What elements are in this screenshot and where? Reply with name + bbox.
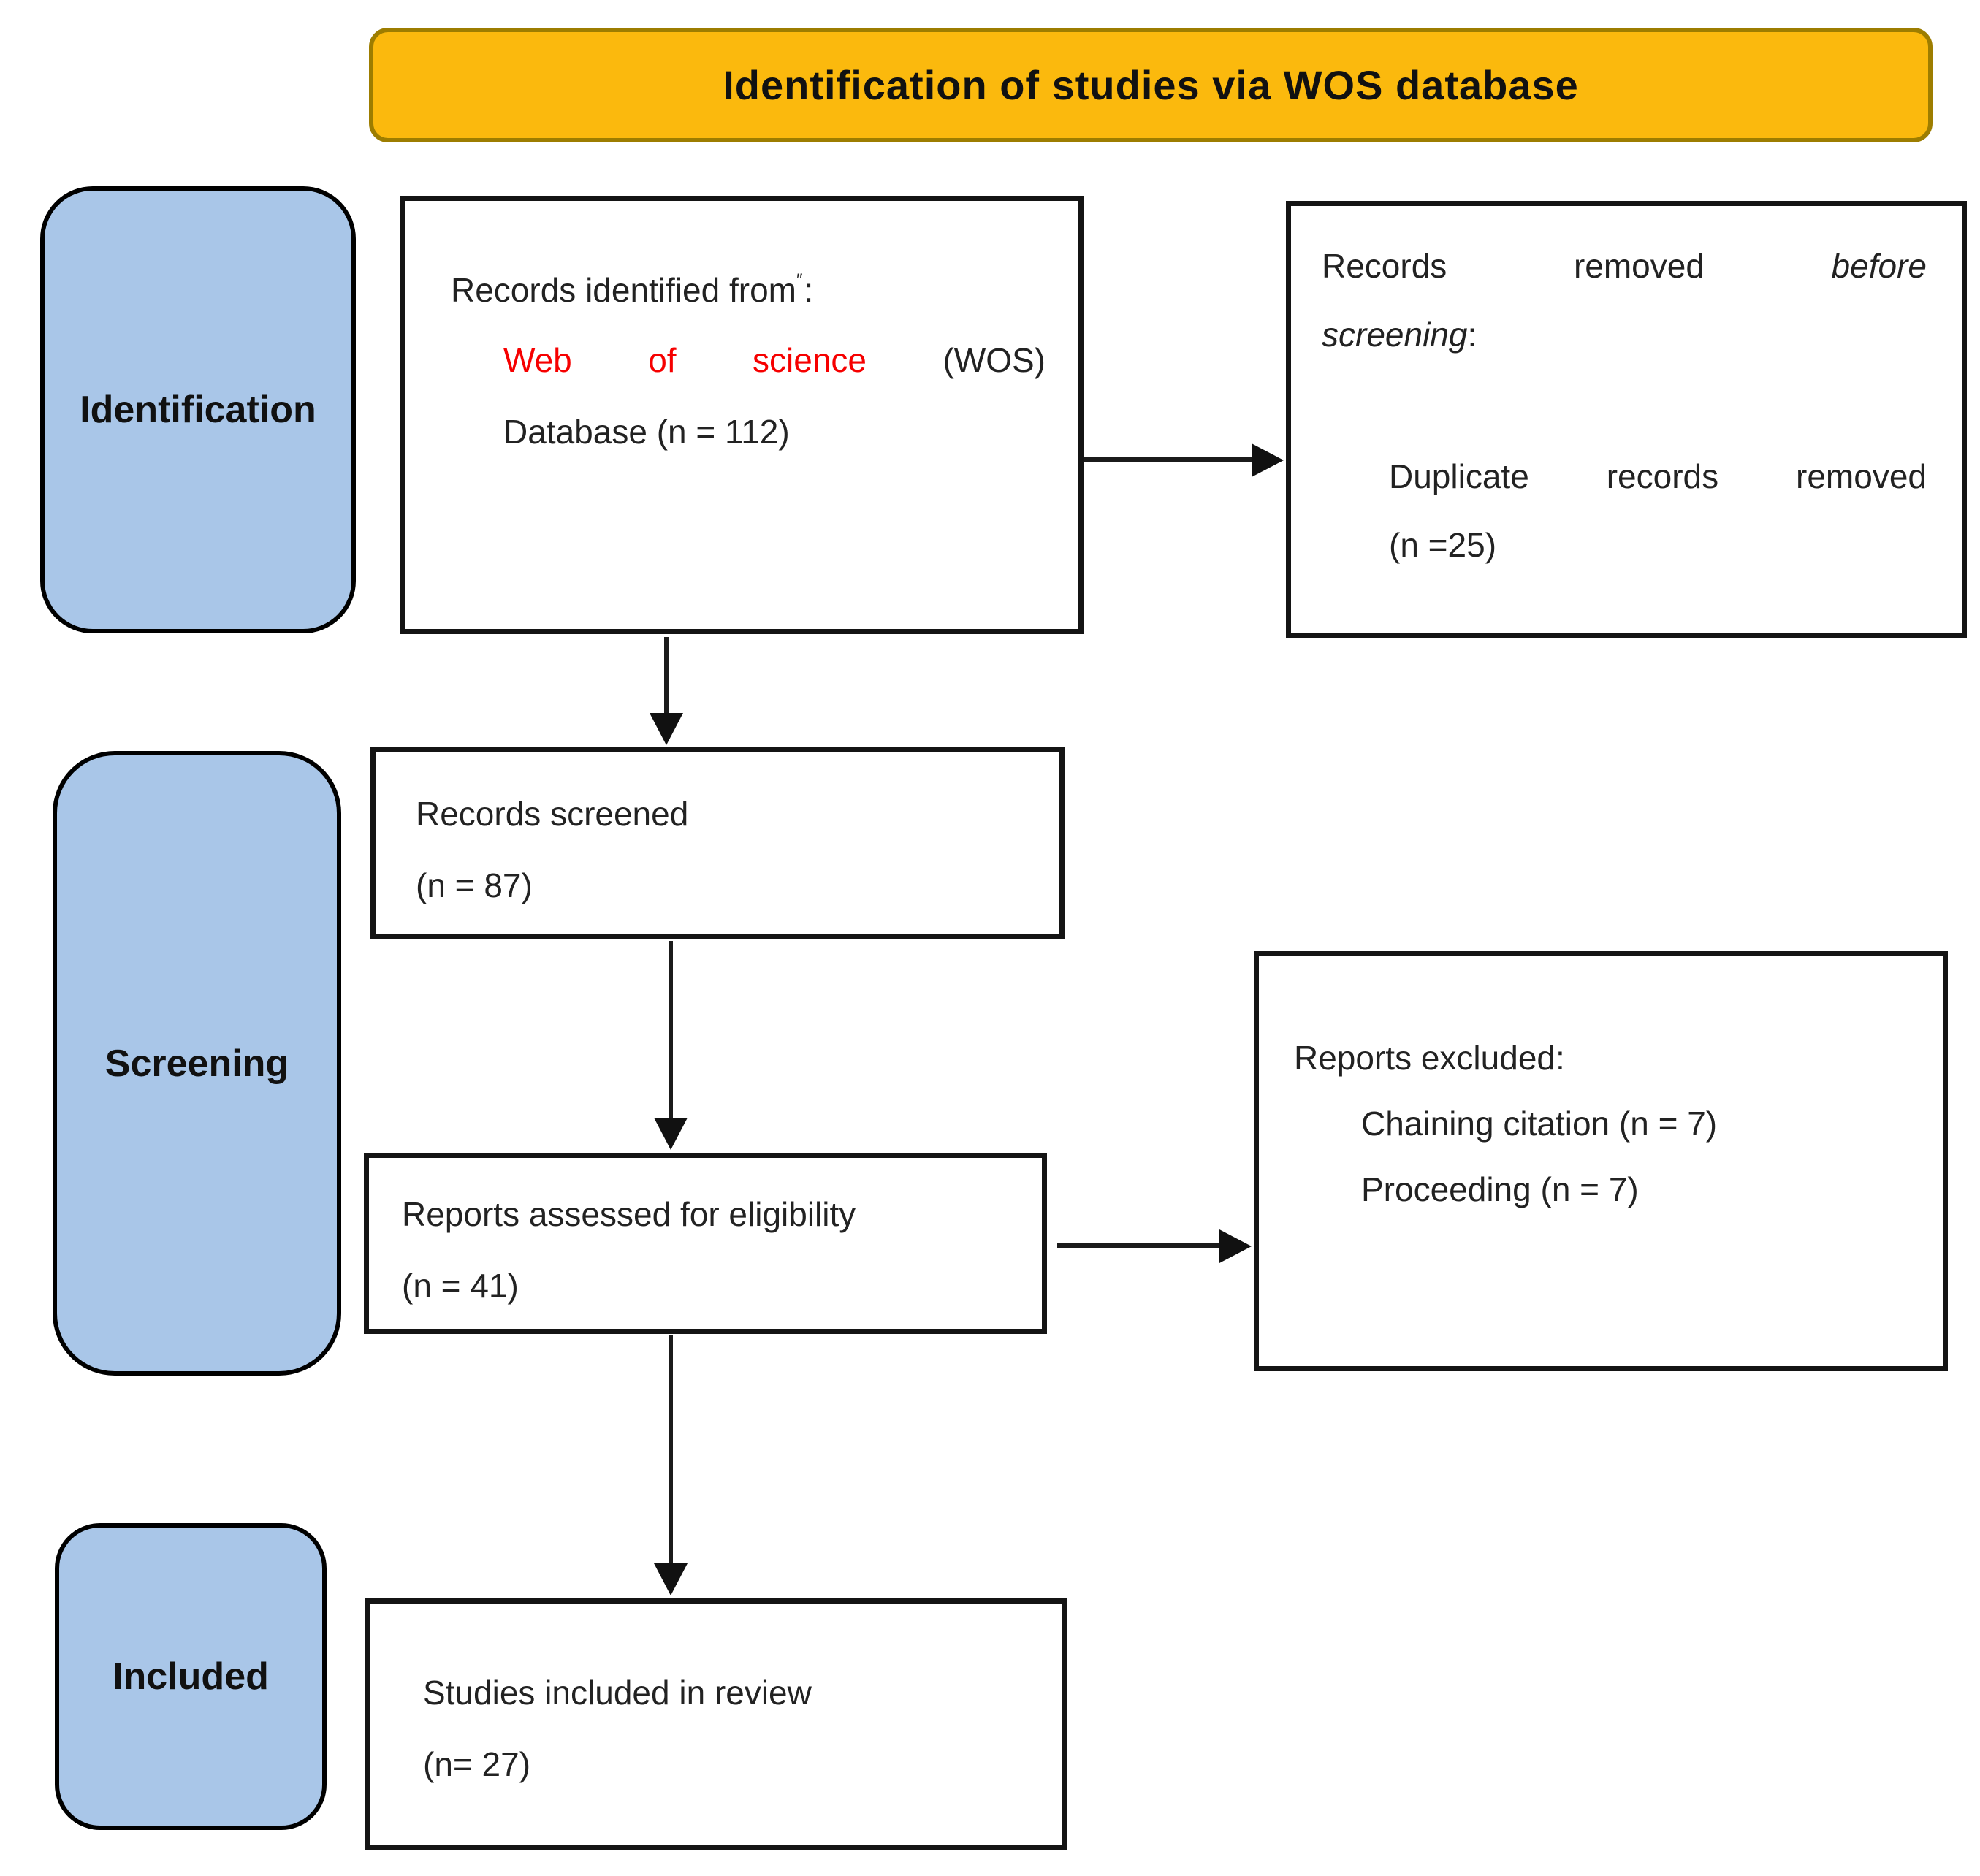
arrow-screened-to-assessed-head	[654, 1118, 688, 1150]
arrow-identified-to-screened-line	[664, 637, 669, 716]
reports-assessed-label: Reports assessed for eligibility	[402, 1195, 856, 1233]
stage-included-text: Included	[113, 1655, 269, 1698]
arrow-screened-to-assessed-line	[669, 941, 673, 1121]
studies-included-label: Studies included in review	[423, 1674, 812, 1712]
studies-included-count: (n= 27)	[423, 1745, 531, 1783]
box-records-screened: Records screened (n = 87)	[370, 747, 1065, 939]
box-reports-excluded: Reports excluded: Chaining citation (n =…	[1254, 951, 1948, 1371]
arrow-assessed-to-included-line	[669, 1335, 673, 1566]
footnote-mark: ″	[796, 270, 804, 290]
records-identified-count: Database (n = 112)	[503, 413, 790, 451]
box-records-removed: Records removed before screening: Duplic…	[1286, 201, 1967, 638]
records-removed-line2: screening:	[1322, 316, 1477, 354]
stage-screening-text: Screening	[104, 1042, 289, 1085]
records-screened-label: Records screened	[416, 795, 689, 833]
arrow-identified-to-removed-line	[1084, 457, 1255, 462]
records-identified-intro: Records identified from″:	[451, 270, 814, 309]
stage-identification-text: Identification	[80, 389, 316, 431]
box-records-identified: Records identified from″: Web of science…	[400, 196, 1084, 634]
reports-excluded-reason-1: Chaining citation (n = 7)	[1361, 1105, 1718, 1143]
reports-assessed-count: (n = 41)	[402, 1267, 519, 1305]
arrow-assessed-to-excluded-head	[1219, 1229, 1252, 1263]
title-banner: Identification of studies via WOS databa…	[369, 28, 1933, 142]
arrow-identified-to-screened-head	[650, 713, 683, 745]
arrow-identified-to-removed-head	[1252, 443, 1284, 477]
records-screened-count: (n = 87)	[416, 866, 533, 904]
title-text: Identification of studies via WOS databa…	[723, 62, 1579, 108]
stage-label-identification: Identification	[40, 186, 356, 633]
box-reports-assessed: Reports assessed for eligibility (n = 41…	[364, 1153, 1047, 1334]
records-removed-reason: Duplicate records removed	[1389, 457, 1927, 495]
arrow-assessed-to-excluded-line	[1057, 1243, 1222, 1248]
arrow-assessed-to-included-head	[654, 1563, 688, 1595]
reports-excluded-reason-2: Proceeding (n = 7)	[1361, 1170, 1639, 1208]
stage-label-included: Included	[55, 1523, 327, 1830]
stage-label-screening: Screening	[53, 751, 341, 1376]
reports-excluded-heading: Reports excluded:	[1294, 1039, 1565, 1077]
records-removed-count: (n =25)	[1389, 526, 1497, 564]
records-identified-source: Web of science (WOS)	[503, 341, 1046, 379]
records-removed-line1: Records removed before	[1322, 247, 1927, 285]
box-studies-included: Studies included in review (n= 27)	[365, 1598, 1067, 1850]
